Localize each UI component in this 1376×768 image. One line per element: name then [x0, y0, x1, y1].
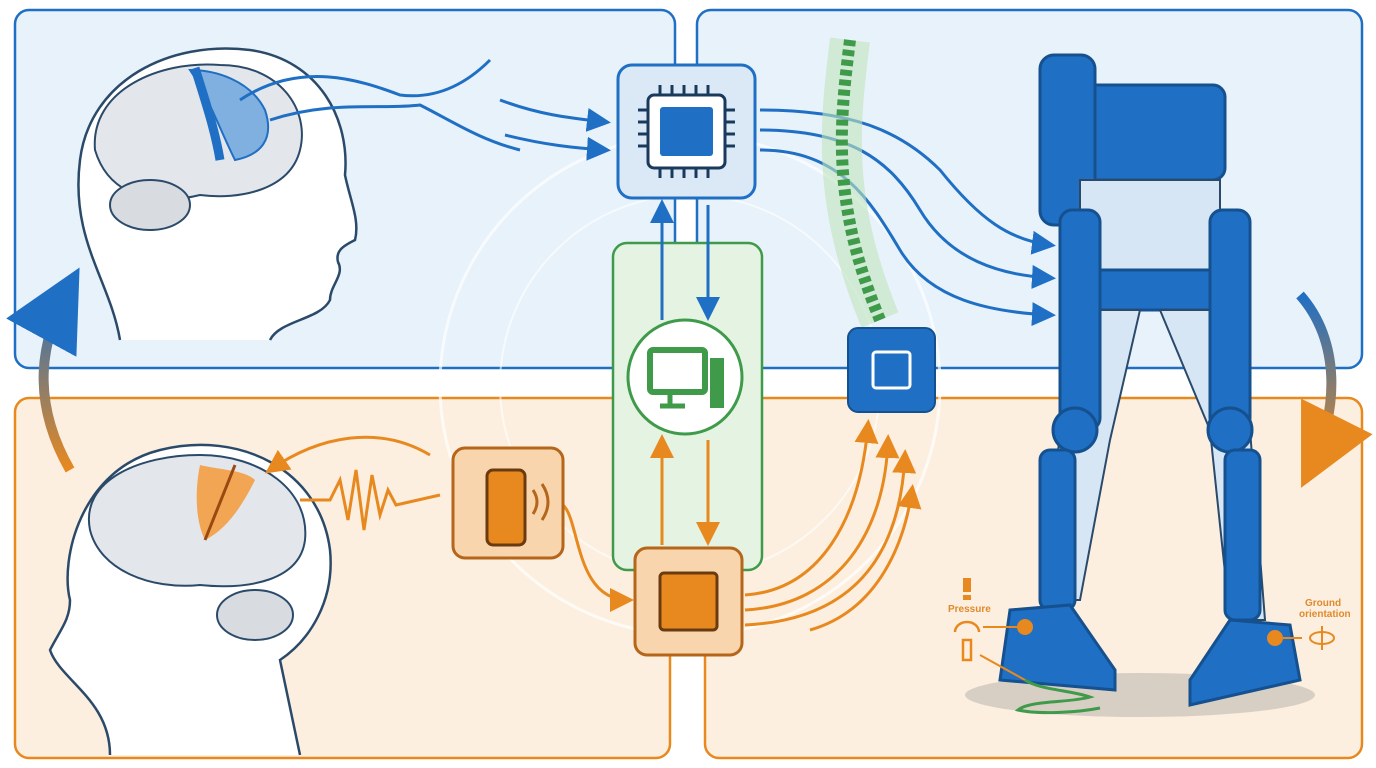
- ground-orientation-label-2: orientation: [1299, 609, 1351, 620]
- pressure-gauge-icon: [953, 620, 981, 662]
- pressure-label: Pressure: [948, 604, 991, 615]
- spinal-cord-icon: [821, 37, 899, 328]
- processor-chip-bottom-icon: [633, 546, 744, 657]
- rotation-icon: [1309, 626, 1336, 650]
- ground-orientation-label-1: Ground: [1305, 598, 1341, 609]
- pressure-sensor: Pressure: [948, 578, 1101, 715]
- stimulation-signal: [265, 435, 634, 612]
- sensor-feedback-arrows: [744, 419, 922, 632]
- wireless-stimulator-icon: [451, 446, 565, 560]
- bidirectional-arrows: [650, 199, 720, 546]
- exoskeleton-icon: [965, 53, 1315, 717]
- head-top-icon: [77, 47, 358, 341]
- spinal-stimulator-chip-icon: [847, 327, 936, 413]
- footprint-icon: [963, 578, 971, 600]
- ground-contact-icon: [1014, 678, 1101, 715]
- nerve-signal-arrows: [239, 58, 611, 161]
- computer-icon: [626, 318, 744, 436]
- ground-orientation-sensor: Ground orientation: [1283, 598, 1351, 650]
- cycle-arrow-right-icon: [1296, 291, 1373, 488]
- cycle-arrow-left-icon: [6, 267, 80, 473]
- head-bottom-icon: [48, 443, 332, 756]
- processor-chip-top-icon: [616, 63, 757, 200]
